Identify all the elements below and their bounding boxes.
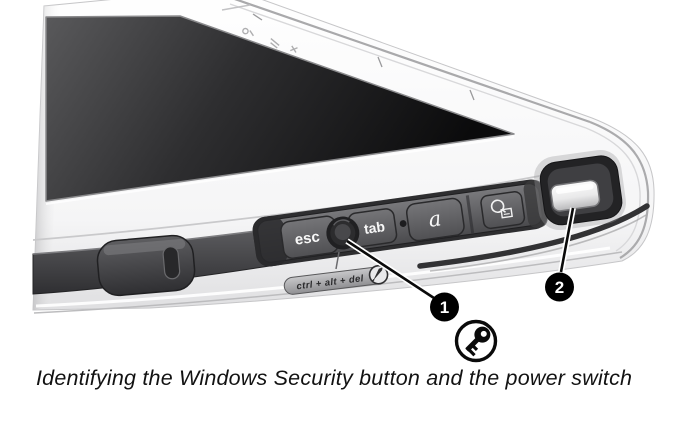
callout-1-line — [346, 239, 438, 302]
q-menu-button — [480, 191, 526, 230]
tab-button-label: tab — [363, 218, 386, 237]
edge-button-strip: esc tab a — [252, 179, 548, 267]
key-icon — [454, 319, 498, 363]
latch-indent — [162, 246, 181, 280]
alpha-button-label: a — [427, 206, 443, 232]
pen-release-latch — [96, 234, 196, 297]
callout-1-number: 1 — [440, 298, 449, 317]
callout-2-line — [559, 207, 575, 273]
microphone-dot — [399, 220, 407, 227]
chrome-rim — [221, 0, 650, 259]
security-label-pointer — [335, 251, 340, 270]
tab-button: tab — [347, 208, 398, 248]
rubber-trim-band — [32, 225, 296, 297]
q-menu-icon — [490, 199, 513, 219]
callout-2-badge — [545, 272, 574, 302]
callout-2: 2 — [545, 207, 576, 302]
windows-security-button — [326, 216, 360, 250]
alpha-button: a — [405, 197, 465, 242]
pen-icon — [368, 264, 389, 285]
display-screen — [45, 15, 515, 205]
power-switch-knob — [550, 179, 601, 212]
status-indicator-icons — [242, 27, 298, 53]
power-switch — [533, 149, 627, 231]
callout-1: 1 — [345, 238, 459, 322]
callout-2-number: 2 — [555, 278, 564, 297]
security-shortcut-label: ctrl + alt + del — [283, 264, 389, 295]
callout-1-badge — [430, 292, 459, 322]
figure-caption: Identifying the Windows Security button … — [36, 366, 633, 390]
esc-button: esc — [280, 215, 339, 259]
esc-button-label: esc — [294, 228, 321, 248]
